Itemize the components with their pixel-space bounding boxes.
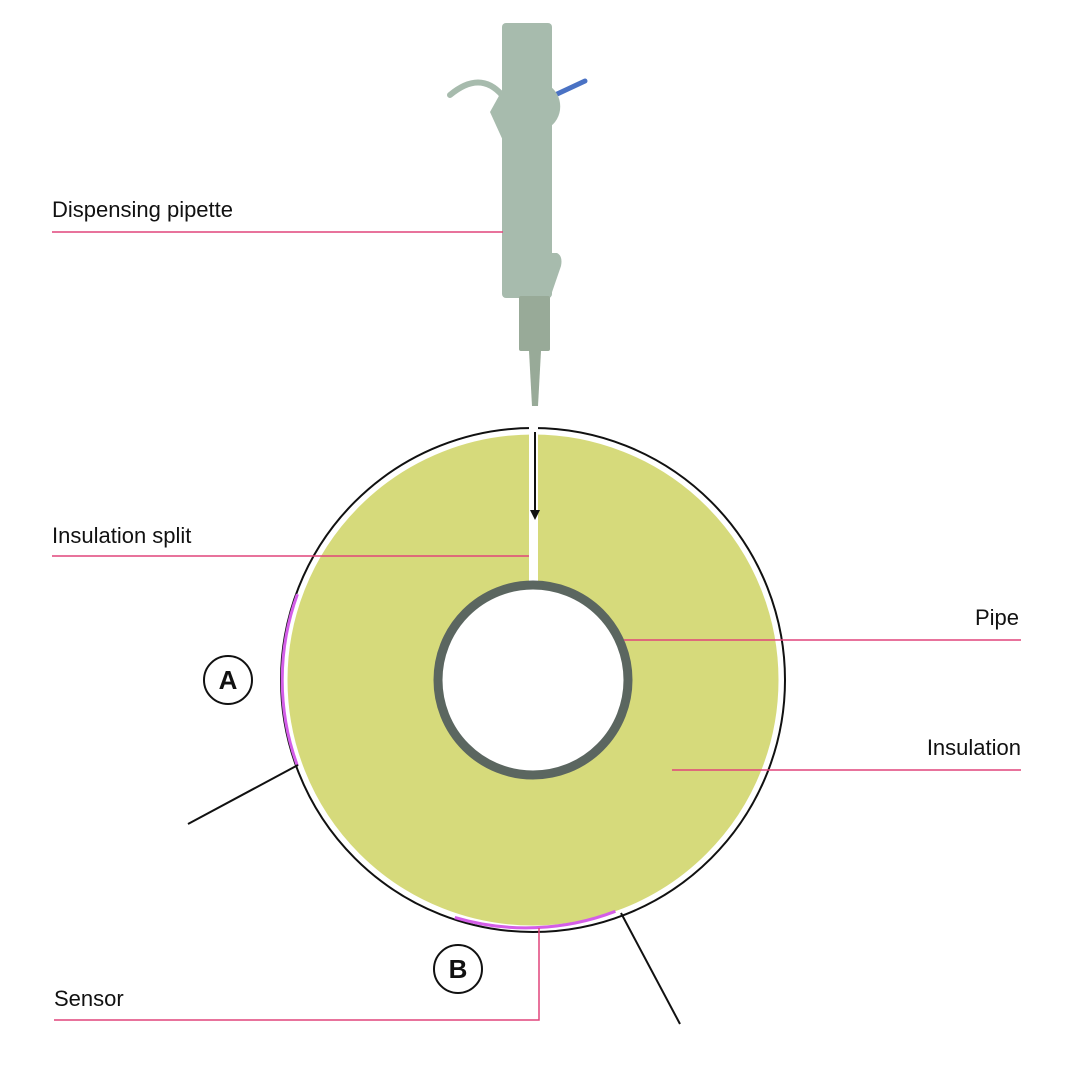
pipette-finger-hook <box>447 79 505 98</box>
pipette-plunger-knob <box>548 85 561 128</box>
marker-b-label: B <box>449 954 468 984</box>
label-insulation: Insulation <box>927 735 1021 760</box>
pipette-grip-left <box>490 85 505 145</box>
pipe-wall <box>433 580 633 780</box>
label-insulation-split: Insulation split <box>52 523 191 548</box>
marker-a-circle <box>203 655 253 705</box>
pipe-bore <box>435 582 631 778</box>
cover-tab-right <box>620 912 681 1025</box>
marker-a-label: A <box>219 665 238 695</box>
injection-arrow-head <box>530 510 540 520</box>
sensor-arc-b <box>454 909 616 930</box>
pipette <box>447 23 588 406</box>
pipette-ejector <box>545 253 562 298</box>
pipette-tip <box>529 351 541 406</box>
marker-b-circle <box>433 944 483 994</box>
cover-tab-left <box>187 764 299 825</box>
label-dispensing-pipette: Dispensing pipette <box>52 197 233 222</box>
sensor-arc-a <box>280 593 299 767</box>
label-pipe: Pipe <box>975 605 1019 630</box>
insulation-split <box>529 425 538 582</box>
marker-a: A <box>203 655 253 705</box>
pipette-blue-lever <box>552 78 588 98</box>
label-sensor: Sensor <box>54 986 124 1011</box>
pipette-body <box>502 23 552 298</box>
marker-b: B <box>433 944 483 994</box>
leader-sensor <box>54 928 540 1021</box>
pipette-shaft <box>519 296 550 351</box>
